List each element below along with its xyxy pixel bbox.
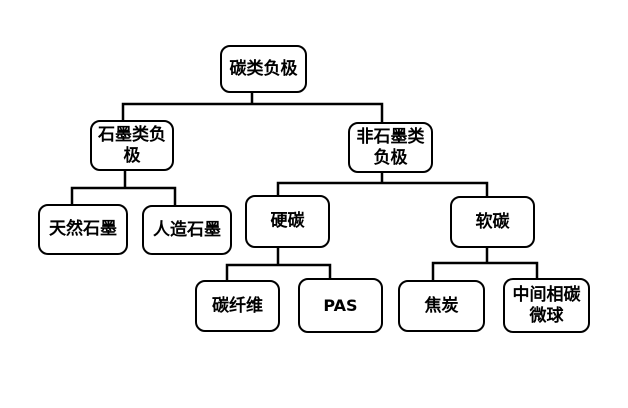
node-carbon-fiber: 碳纤维	[195, 280, 280, 332]
node-coke: 焦炭	[398, 280, 485, 332]
node-non-graphite-anode: 非石墨类负极	[348, 122, 433, 173]
node-pas: PAS	[298, 278, 383, 333]
node-carbon-anode: 碳类负极	[220, 45, 307, 93]
node-natural-graphite: 天然石墨	[38, 204, 128, 255]
node-soft-carbon: 软碳	[450, 196, 535, 248]
node-mesocarbon-microbeads: 中间相碳微球	[503, 278, 590, 333]
node-artificial-graphite: 人造石墨	[142, 205, 232, 255]
node-hard-carbon: 硬碳	[245, 195, 330, 248]
node-graphite-anode: 石墨类负极	[90, 120, 174, 171]
